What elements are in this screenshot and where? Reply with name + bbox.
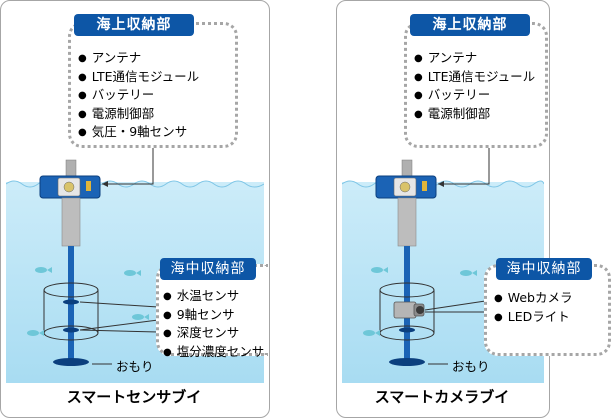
sea-surface-title: 海上収納部: [74, 14, 194, 36]
leader-line: [79, 301, 159, 308]
fish-icon: [363, 267, 477, 336]
sensor-disc: [63, 299, 79, 305]
buoy-lamp: [63, 181, 75, 193]
camera-buoy-panel: 海上収納部 アンテナ LTE通信モジュール バッテリー 電源制御部 海中収納部 …: [336, 0, 611, 419]
fish-icon: [27, 267, 149, 336]
leader-line: [79, 319, 159, 331]
sea-surface-title: 海上収納部: [410, 14, 530, 36]
list-item: 深度センサ: [163, 325, 264, 344]
list-item: アンテナ: [414, 50, 535, 69]
leader-line: [438, 146, 490, 185]
list-item: Webカメラ: [494, 290, 573, 309]
underwater-list: 水温センサ 9軸センサ 深度センサ 塩分濃度センサ: [163, 288, 265, 363]
leader-line: [424, 299, 493, 311]
list-item: LTE通信モジュール: [414, 69, 535, 88]
leader-line: [102, 146, 154, 185]
buoy-caption: スマートセンサブイ: [66, 388, 202, 406]
sea-surface-list: アンテナ LTE通信モジュール バッテリー 電源制御部: [414, 50, 535, 124]
buoy-light: [86, 181, 91, 191]
list-item: 電源制御部: [414, 106, 535, 125]
list-item: 塩分濃度センサ: [163, 344, 265, 363]
weight-disc: [53, 358, 89, 366]
buoy-caption: スマートカメラブイ: [374, 388, 510, 406]
sensor-disc: [63, 327, 79, 333]
leader-line: [79, 329, 159, 333]
list-item: 水温センサ: [163, 288, 264, 307]
buoy-lamp: [399, 181, 411, 193]
list-item: LEDライト: [494, 309, 573, 328]
list-item: バッテリー: [78, 87, 199, 106]
list-item: 気圧・9軸センサ: [78, 124, 199, 143]
underwater-list: Webカメラ LEDライト: [494, 290, 573, 327]
list-item: アンテナ: [78, 50, 199, 69]
list-item: バッテリー: [414, 87, 535, 106]
camera-lens: [416, 306, 424, 314]
camera-buoy-illustration: [363, 146, 493, 366]
weight-disc: [389, 358, 425, 366]
underwater-title: 海中収納部: [160, 258, 256, 280]
sensor-buoy-illustration: [27, 146, 159, 366]
sensor-buoy-panel: 海上収納部 アンテナ LTE通信モジュール バッテリー 電源制御部 気圧・9軸セ…: [0, 0, 270, 419]
buoy-pole-upper: [397, 197, 417, 247]
buoy-pole-upper: [61, 197, 81, 247]
weight-label: おもり: [452, 359, 490, 374]
list-item: LTE通信モジュール: [78, 69, 199, 88]
weight-label: おもり: [116, 359, 154, 374]
sea-surface-list: アンテナ LTE通信モジュール バッテリー 電源制御部 気圧・9軸センサ: [78, 50, 199, 143]
underwater-title: 海中収納部: [496, 258, 592, 280]
list-item: 9軸センサ: [163, 307, 264, 326]
buoy-light: [422, 181, 427, 191]
list-item: 電源制御部: [78, 106, 199, 125]
camera-body: [393, 301, 417, 319]
